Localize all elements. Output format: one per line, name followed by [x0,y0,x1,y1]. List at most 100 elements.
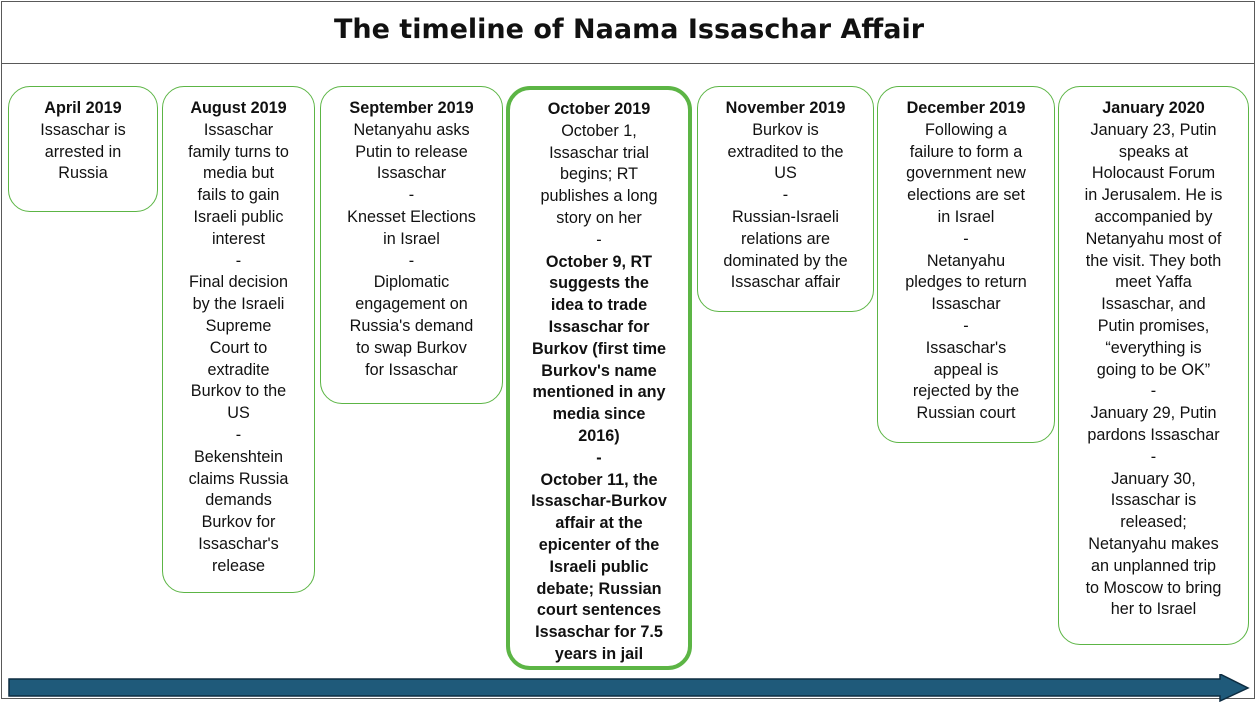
event-text-line: interest [211,229,266,248]
event-date: April 2019 [44,99,122,117]
event-text-line: appeal is [933,360,999,379]
event-text-line-bold: Burkov's name [541,361,657,380]
diagram-title: The timeline of Naama Issaschar Affair [333,14,925,45]
event-text-line: Issaschar [931,295,1001,314]
event-separator: - [235,251,242,270]
event-text-line: dominated by the [723,251,848,270]
event-separator: - [408,186,415,205]
event-text-line-bold: Issaschar-Burkov [531,492,667,511]
event-text-line: in Israel [383,229,440,248]
event-text-line-bold: epicenter of the [538,535,660,554]
event-separator: - [235,425,242,444]
event-text-line: Israeli public [193,207,284,226]
event-text-line: Court to [209,338,268,357]
event-text-line: by the Israeli [192,295,285,314]
event-text-line: Issaschar is [1110,491,1197,510]
event-text-line: Burkov to the [190,382,287,401]
event-text-line: rejected by the [912,382,1020,401]
event-text-line-bold: media since [552,405,646,424]
event-text-line: Putin to release [355,142,468,161]
event-text-line: Netanyahu makes [1088,534,1219,553]
event-separator: - [596,448,602,467]
event-text-line-bold: years in jail [554,644,644,663]
event-text-line: government new [906,164,1026,183]
event-text-line: Issaschar trial [549,143,649,162]
event-text-line: begins; RT [560,165,638,184]
event-text-line: Netanyahu asks [353,120,470,139]
event-date: October 2019 [547,100,651,118]
event-text-line-bold: court sentences [536,601,662,620]
event-text-line: released; [1120,513,1187,532]
event-text-line: in Jerusalem. He is [1084,186,1223,205]
event-text-line: Issaschar's [925,338,1007,357]
event-text-line: US [227,404,250,423]
event-text-line: claims Russia [188,469,289,488]
event-text-line: Russian-Israeli [731,207,840,226]
event-text-line-bold: Issaschar for [548,317,650,336]
title-divider [1,63,1255,64]
event-text-line: Issaschar affair [730,273,841,292]
event-text-line: demands [205,491,272,510]
event-text-line-bold: suggests the [549,274,649,293]
event-text-line-bold: Israeli public [549,557,649,576]
event-text-line: release [211,556,266,575]
event-text-line: Issaschar [376,164,447,183]
event-text-line: January 23, Putin [1090,120,1217,139]
event-text-line: story on her [556,208,642,227]
event-text-line: fails to gain [197,186,280,205]
event-text-line: media but [202,164,275,183]
event-date: December 2019 [906,99,1026,117]
event-separator: - [596,230,602,249]
event-date: September 2019 [349,99,474,117]
event-text-line: relations are [740,229,831,248]
event-text-line: October 1, [561,121,637,140]
event-text-line: Issaschar's [198,534,279,553]
event-text-line: Putin promises, [1097,316,1210,335]
event-text-line: Diplomatic [373,273,450,292]
event-text-line: pledges to return [905,273,1027,292]
event-date: January 2020 [1102,99,1205,117]
timeline-arrow [8,674,1250,702]
event-text-line: Following a [925,120,1007,139]
event-text-line: accompanied by [1094,207,1213,226]
event-text-line: elections are set [907,186,1025,205]
event-text-line: to swap Burkov [356,338,467,357]
event-separator: - [782,186,789,205]
event-separator: - [1150,382,1157,401]
event-text-line: Bekenshtein [193,447,284,466]
event-text-line: “everything is [1105,338,1202,357]
event-text-line-bold: October 9, RT [545,252,653,271]
event-text-line: Holocaust Forum [1091,164,1216,183]
event-text-line: arrested in [44,142,122,161]
event-separator: - [963,316,969,335]
event-text-line-bold: Burkov (first time [531,339,667,358]
event-separator: - [963,229,969,248]
event-text-line-bold: Issaschar for 7.5 [535,623,663,642]
event-text-line: extradite [207,360,270,379]
event-text-line: Russian court [916,404,1016,423]
event-text-line: going to be OK” [1096,360,1211,379]
event-separator: - [408,251,415,270]
event-text-line: Netanyahu [926,251,1006,270]
event-date: August 2019 [190,99,287,117]
event-text-line: family turns to [188,142,289,161]
event-text-line: pardons Issaschar [1087,425,1220,444]
event-text-line: Issaschar [203,120,274,139]
event-text-line-bold: debate; Russian [536,579,662,598]
event-text-line: her to Israel [1110,600,1197,619]
event-text-line: Russia's demand [349,316,474,335]
event-text-line: US [774,164,797,183]
event-text-line: speaks at [1118,142,1189,161]
event-text-line: Final decision [189,273,288,292]
event-date: November 2019 [725,99,846,117]
event-text-line: Burkov is [752,120,819,139]
event-text-line: January 29, Putin [1090,404,1217,423]
event-text-line-bold: October 11, the [540,470,658,489]
event-text-line: Issaschar, and [1101,295,1206,314]
